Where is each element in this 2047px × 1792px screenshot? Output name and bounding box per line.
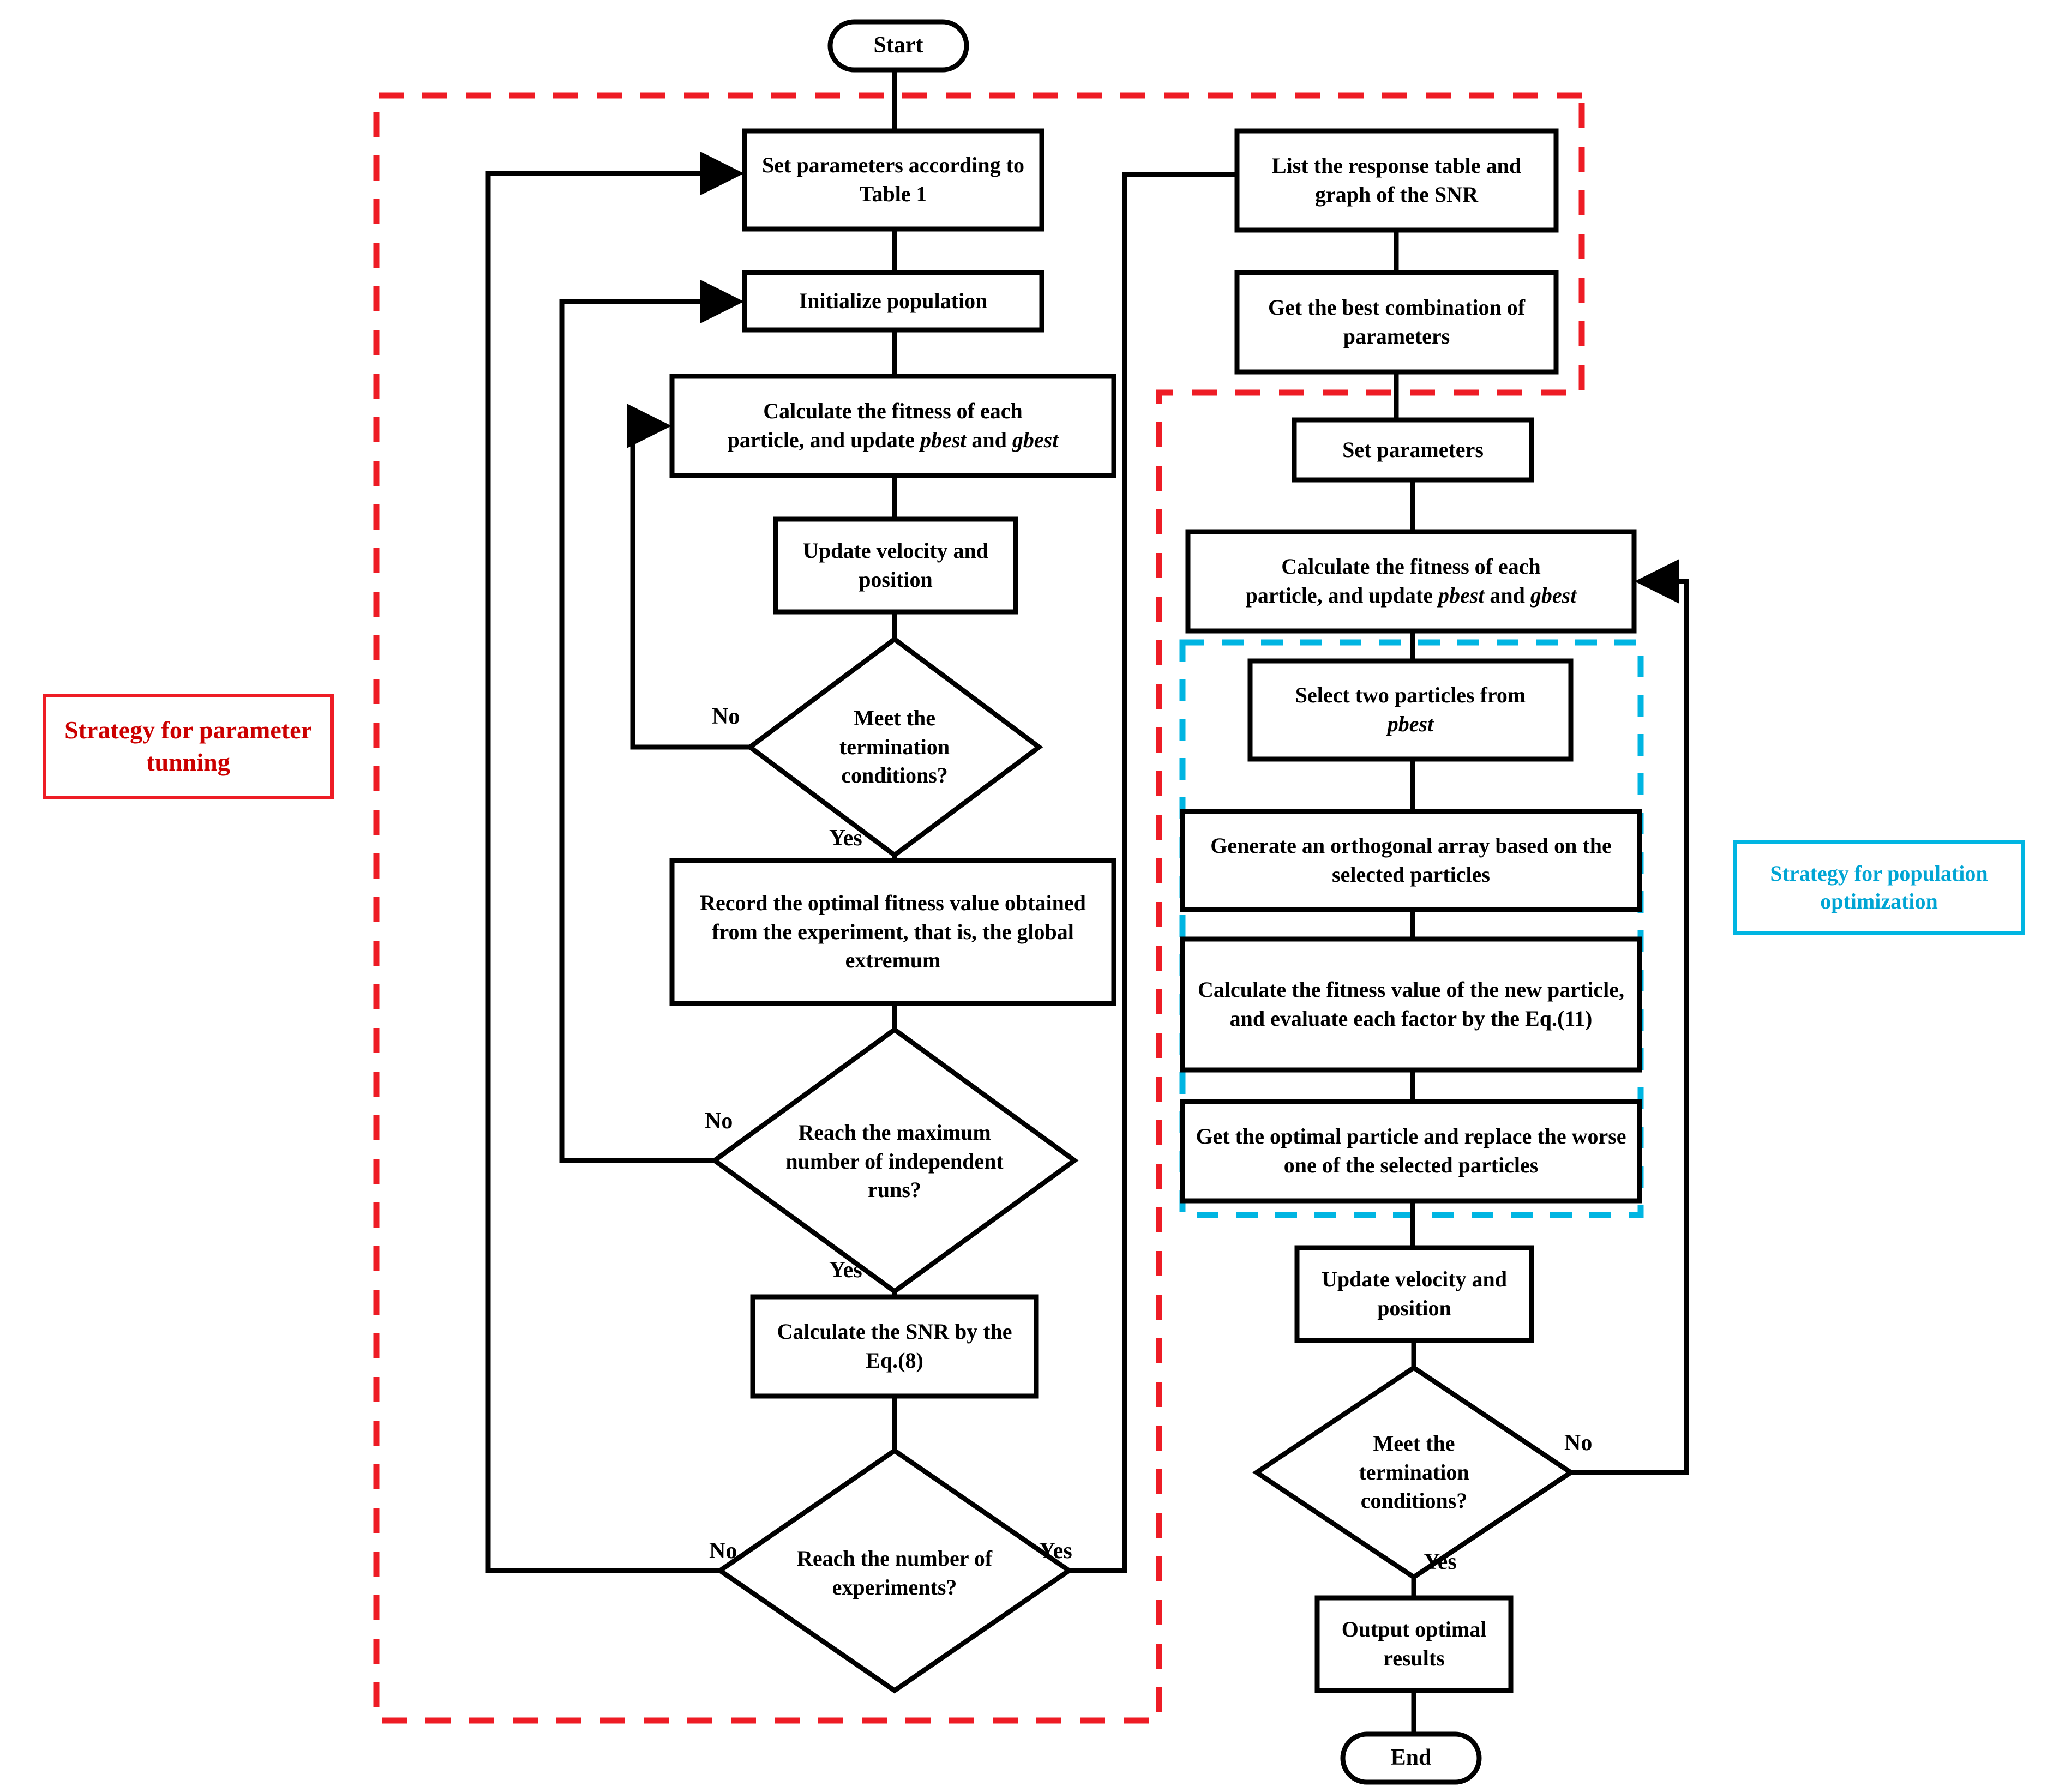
edge-label-d3-yes: Yes (1039, 1538, 1072, 1564)
legend-parameter-tunning: Strategy for parameter tunning (43, 694, 334, 799)
box-initialize-population-shape (742, 270, 1044, 333)
legend-population-optimization: Strategy for population optimization (1733, 840, 2025, 935)
box-get-best-combination-shape (1234, 270, 1559, 375)
box-update-velocity-left-shape (773, 516, 1018, 615)
edge-label-d3-no: No (709, 1538, 737, 1564)
edge-label-d4-no: No (1564, 1430, 1593, 1456)
end-terminal-shape (1340, 1731, 1482, 1785)
box-calc-fitness-right-shape (1185, 529, 1637, 634)
box-list-response-table-shape (1234, 128, 1559, 233)
box-update-velocity-right-shape (1294, 1245, 1534, 1343)
edge-label-d1-no: No (712, 704, 740, 729)
diamond-reach-max-runs-shape (710, 1026, 1079, 1295)
box-select-two-particles-shape (1247, 658, 1574, 762)
edge-diamond3-no-loop (485, 151, 744, 1573)
edge-label-d2-yes: Yes (829, 1258, 862, 1283)
box-generate-orthogonal-array-shape (1180, 809, 1642, 912)
box-set-parameters-right-shape (1292, 417, 1534, 483)
box-output-optimal-results-shape (1314, 1595, 1514, 1693)
box-get-optimal-particle-shape (1180, 1099, 1642, 1204)
start-terminal-shape (827, 19, 969, 73)
box-set-parameters-table1-shape (742, 128, 1044, 232)
edge-label-d1-yes: Yes (829, 826, 862, 851)
edge-diamond1-no-loop (627, 404, 750, 750)
diamond-reach-num-experiments-shape (716, 1447, 1073, 1694)
edge-diamond4-no-loop (1571, 559, 1689, 1475)
diamond-meet-termination-right-shape (1252, 1364, 1576, 1580)
box-calc-fitness-new-particle-shape (1180, 936, 1642, 1073)
edge-label-d2-no: No (705, 1109, 733, 1134)
edge-diamond3-yes-to-listresponse (1069, 172, 1237, 1573)
box-calc-snr-shape (750, 1294, 1039, 1399)
box-record-optimal-shape (669, 858, 1116, 1006)
edge-label-d4-yes: Yes (1424, 1549, 1457, 1574)
box-calc-fitness-left-shape (669, 374, 1116, 478)
diamond-meet-termination-left-shape (746, 636, 1043, 858)
edge-diamond2-no-loop (559, 279, 744, 1163)
